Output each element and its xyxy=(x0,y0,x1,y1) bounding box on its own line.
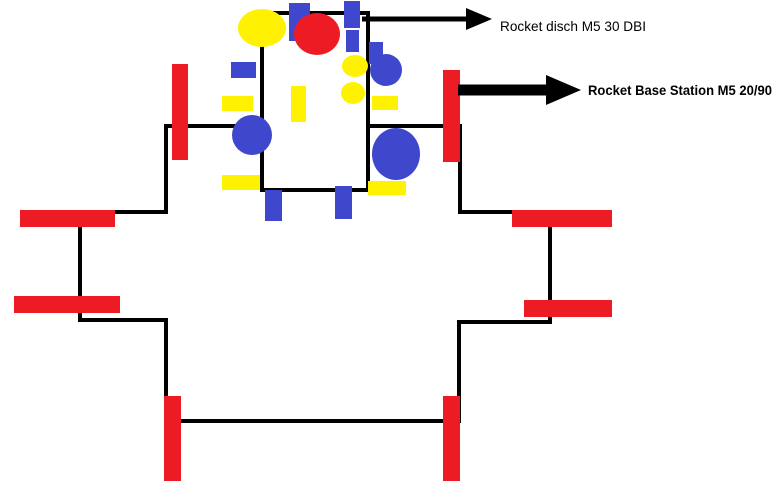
blue-device-dot-right-upper xyxy=(370,54,402,86)
yellow-device-bar-center-vertical xyxy=(291,86,306,122)
blue-device-bar-top-right-lower xyxy=(346,30,359,52)
red-antenna-bar-right-upper xyxy=(512,210,612,227)
base-station-annotation-label: Rocket Base Station M5 20/90 xyxy=(588,82,772,98)
yellow-device-dot-right-upper xyxy=(342,55,368,77)
red-antenna-bar-bottom-right xyxy=(443,396,460,481)
base-station-annotation-arrow xyxy=(458,75,581,105)
blue-device-bar-bottom-right xyxy=(335,186,352,219)
blue-device-dot-right-lower xyxy=(372,128,420,180)
red-dish-ellipse xyxy=(294,13,340,55)
yellow-device-bar-right xyxy=(372,96,398,110)
red-antenna-bar-left-upper xyxy=(20,210,115,227)
blue-device-dot-left xyxy=(232,115,272,155)
base-station-arrow-head-icon xyxy=(546,75,581,105)
yellow-device-bar-left-bottom xyxy=(222,175,260,190)
yellow-device-dot-right-lower xyxy=(341,82,365,104)
yellow-device-ellipse-top-left xyxy=(238,9,286,47)
dish-annotation-arrow xyxy=(362,8,492,30)
red-antenna-bar-top-right xyxy=(443,70,460,162)
red-antenna-bar-top-left xyxy=(172,64,188,160)
dish-annotation-label: Rocket disch M5 30 DBI xyxy=(500,18,646,34)
blue-device-bar-bottom-left xyxy=(265,190,282,221)
dish-arrow-head-icon xyxy=(466,8,492,30)
red-antenna-bar-left-lower xyxy=(14,296,120,313)
red-antenna-bar-right-lower xyxy=(524,300,612,317)
blue-device-bar-left xyxy=(231,62,256,78)
yellow-device-bar-right-bottom xyxy=(368,181,406,195)
yellow-device-bar-left xyxy=(222,96,253,111)
site-perimeter-outline xyxy=(78,124,552,423)
blue-device-bar-top-right-upper xyxy=(344,1,360,28)
red-antenna-bar-bottom-left xyxy=(164,396,181,481)
tower-cluster-outline xyxy=(260,11,370,192)
